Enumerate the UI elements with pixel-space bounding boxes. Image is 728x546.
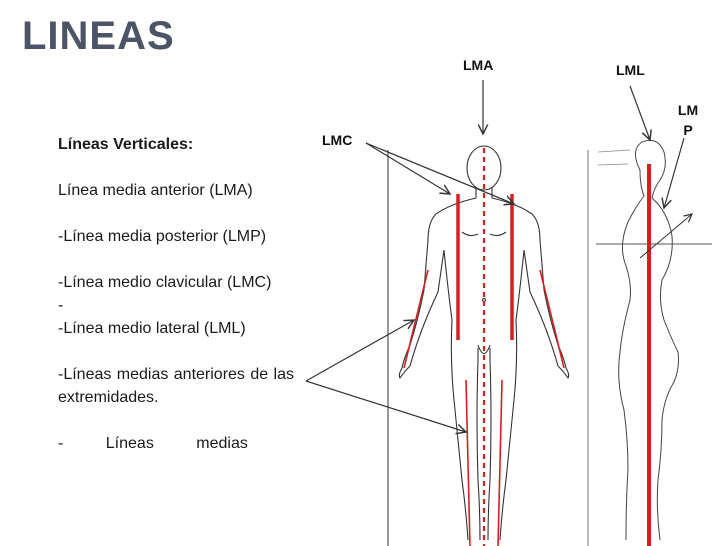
lmp-arrow: [664, 137, 685, 208]
label-lml: LML: [616, 62, 645, 78]
lmc-arrow-2: [365, 142, 514, 204]
front-red-lines: [403, 194, 565, 546]
extremity-arrow-2: [305, 380, 466, 432]
label-lmp: LMP: [677, 102, 699, 138]
page-title: LINEAS: [22, 14, 175, 58]
list-item: -Línea medio lateral (LML): [58, 320, 246, 337]
list-item: - Líneas medias: [58, 435, 248, 452]
list-item: -: [58, 297, 64, 314]
list-item: -Línea media posterior (LMP): [58, 228, 267, 245]
side-body-outline: [596, 139, 712, 541]
side-diagonal-arrow: [639, 214, 692, 259]
arm-line-right: [539, 269, 565, 369]
arm-line-left: [403, 269, 429, 369]
front-body-outline: [398, 145, 570, 541]
list-item: -Línea medio clavicular (LMC): [58, 274, 272, 291]
leg-line-left: [465, 379, 471, 546]
list-item: Línea media anterior (LMA): [58, 182, 253, 199]
lmc-arrow-1: [365, 142, 450, 194]
annotation-arrows: [305, 80, 692, 432]
lml-arrow: [629, 85, 650, 140]
leg-line-right: [497, 379, 503, 546]
list-item: -Líneas medias anteriores de las extremi…: [58, 366, 294, 406]
label-lma: LMA: [463, 57, 494, 73]
list-heading: Líneas Verticales:: [58, 136, 194, 153]
label-lmc: LMC: [322, 132, 353, 148]
text-column: Líneas Verticales: Línea media anterior …: [58, 133, 294, 478]
extremity-arrow-1: [305, 320, 414, 382]
